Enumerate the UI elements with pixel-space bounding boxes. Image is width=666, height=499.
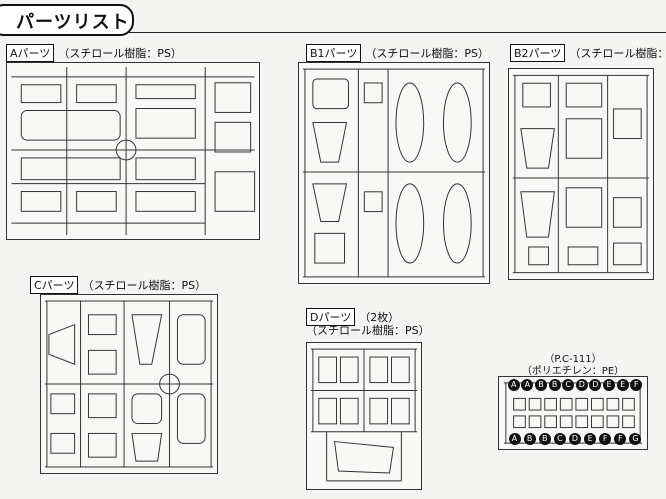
title-badge [0,4,134,36]
polycap-label: A [521,379,534,391]
sprue-b2-drawing [512,74,650,274]
sprue-d-material: （スチロール樹脂：PS） [306,324,430,337]
sprue-d-frame [306,342,422,490]
polycap-code: （P.C-111） [544,354,602,365]
sprue-c-frame [40,294,218,474]
page-title: パーツリスト [16,12,130,33]
sprue-d-label: Dパーツ（2枚） [306,308,399,326]
polycap-label: A [507,379,520,391]
polycap-label: B [535,379,547,391]
sprue-a-tag: Aパーツ [6,44,55,62]
polycap-label: F [599,433,612,445]
sprue-b2-frame [508,68,654,280]
sprue-b2-label: B2パーツ（スチロール樹脂：PS） [510,44,666,62]
sprue-b1-drawing [302,68,486,278]
polycap-label: F [630,379,643,391]
polycap-label: D [569,433,581,445]
polycap-label: E [616,379,629,391]
sprue-d-drawing [310,348,418,482]
polycap-label: B [538,433,551,445]
sprue-c-tag: Cパーツ [30,276,79,294]
sprue-b1-label: B1パーツ（スチロール樹脂：PS） [306,44,489,62]
polycap-label: E [584,433,597,445]
polycap-label: D [575,379,588,391]
sprue-b1-tag: B1パーツ [306,44,362,62]
polycap-label: B [548,379,561,391]
sprue-b2-material: （スチロール樹脂：PS） [569,47,666,60]
polycap-label: F [614,433,627,445]
sprue-d-count: （2枚） [359,311,400,324]
title-rule [128,32,666,33]
sprue-a-material: （スチロール樹脂：PS） [58,47,182,60]
polycap-label: C [562,379,575,391]
polycap-label: B [523,433,536,445]
polycap-label: E [603,379,615,391]
sprue-b1-frame [298,62,490,284]
sprue-c-label: Cパーツ（スチロール樹脂：PS） [30,276,206,294]
polycap-label: G [629,433,642,445]
sprue-a-frame [6,62,260,240]
sprue-a-drawing [11,66,256,236]
polycap-label: A [508,433,521,445]
polycap-material: （ポリエチレン：PE） [521,366,625,377]
header: パーツリスト [0,0,666,40]
polycap-label: C [553,433,566,445]
sprue-d-tag: Dパーツ [306,308,356,326]
sprue-b1-material: （スチロール樹脂：PS） [365,47,489,60]
polycap-label: D [589,379,602,391]
sprue-b2-tag: B2パーツ [510,44,566,62]
sprue-c-material: （スチロール樹脂：PS） [82,279,207,292]
sprue-c-drawing [44,300,214,468]
sprue-a-label: Aパーツ（スチロール樹脂：PS） [6,44,182,62]
